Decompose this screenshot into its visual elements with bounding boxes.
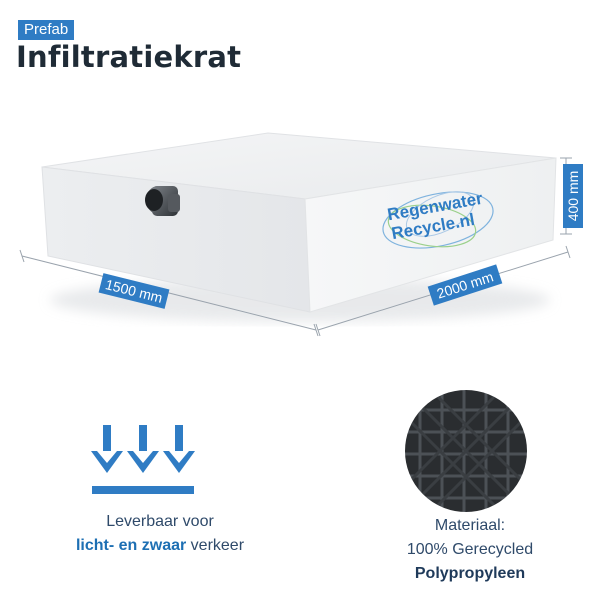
dimension-length-tag: [427, 264, 503, 306]
page-title: Infiltratiekrat: [16, 40, 242, 74]
material-caption-line1: Materiaal:: [434, 517, 506, 534]
material-caption-bold: Polypropyleen: [414, 565, 526, 582]
traffic-caption-bold: licht- en zwaar: [75, 537, 187, 554]
dimension-width-tag: [98, 273, 170, 309]
dimension-height: 400 mm: [560, 157, 583, 235]
traffic-caption-line2: licht- en zwaar verkeer: [40, 534, 280, 558]
load-arrows-icon: [91, 425, 195, 494]
crate-block: [41, 132, 557, 313]
prefab-badge: Prefab: [18, 20, 75, 40]
pipe-icon: [145, 186, 180, 216]
dimension-height-label: 400 mm: [565, 171, 581, 222]
dimension-height-tag: [563, 164, 583, 228]
material-caption-line2: 100% Gerecycled: [406, 541, 534, 558]
crate-material-photo: [403, 388, 529, 514]
crate-side-face: [304, 157, 557, 313]
traffic-caption: Leverbaar voor licht- en zwaar verkeer: [40, 510, 280, 558]
material-caption: Materiaal: 100% Gerecycled Polypropyleen: [360, 514, 580, 586]
ground-bar: [92, 486, 194, 494]
traffic-caption-line1: Leverbaar voor: [106, 513, 214, 530]
material-caption-line3: Polypropyleen: [360, 562, 580, 586]
traffic-caption-rest: verkeer: [186, 537, 245, 554]
